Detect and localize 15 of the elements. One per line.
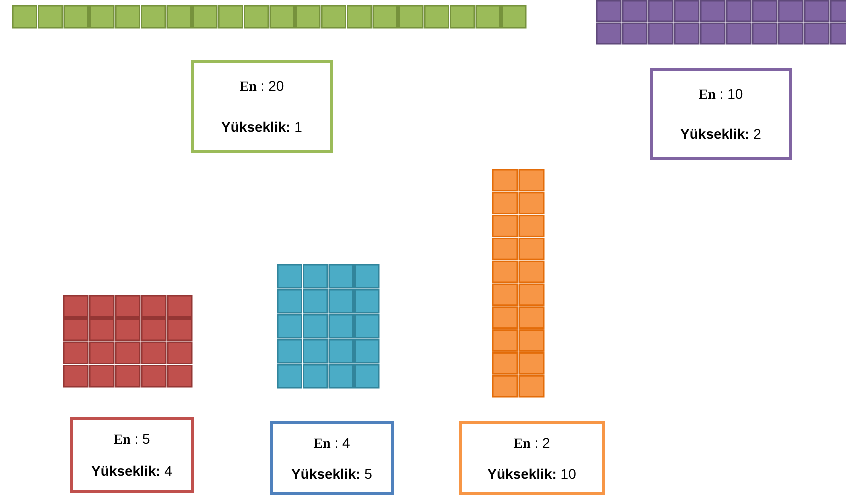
height-label: Yükseklik: 10 [488,466,576,482]
width-label: En : 2 [514,434,550,452]
width-label: En : 10 [698,86,744,104]
height-label: Yükseklik: 1 [222,118,302,135]
label-box [650,68,792,160]
height-label: Yükseklik: 2 [680,126,762,142]
width-label: En : 20 [240,78,284,96]
height-label: Yükseklik: 4 [92,463,172,479]
label-box [270,421,394,495]
width-label: En : 5 [114,431,150,449]
label-box [459,421,605,495]
width-label: En : 4 [314,434,350,452]
height-label: Yükseklik: 5 [292,466,372,482]
label-box [70,417,194,493]
label-box [191,60,333,153]
